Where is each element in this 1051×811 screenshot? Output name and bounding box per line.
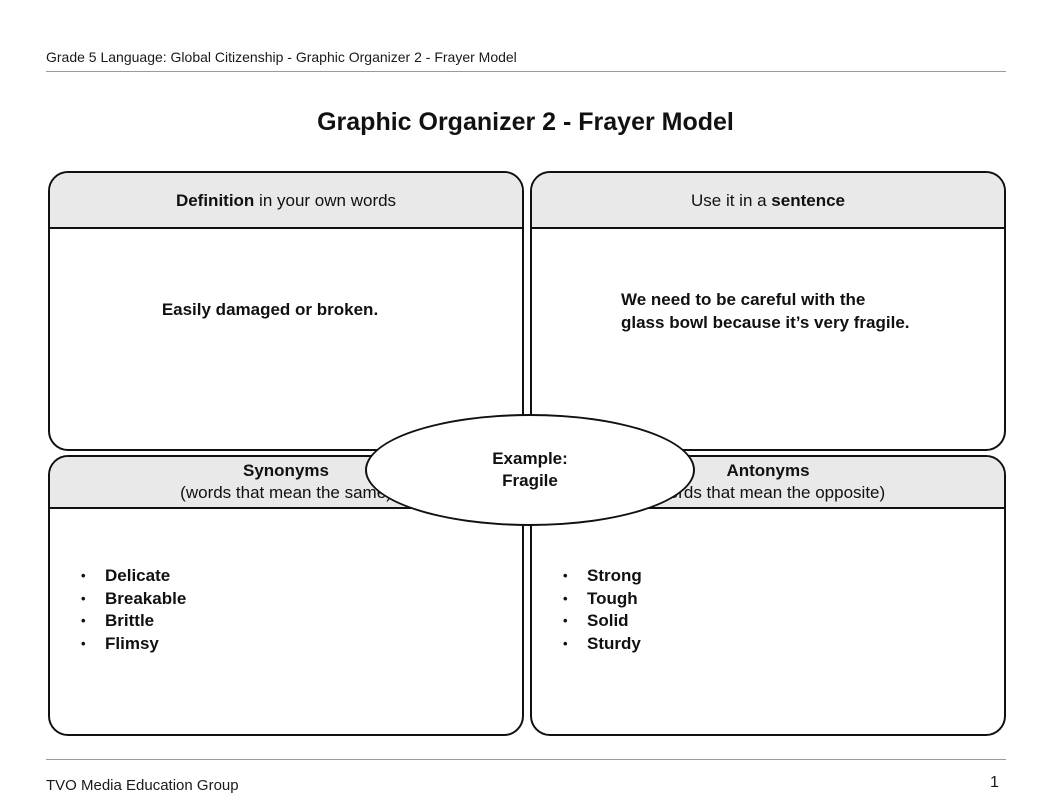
page-number: 1	[990, 774, 999, 791]
list-item: Tough	[563, 588, 642, 611]
synonyms-header-sub: (words that mean the same)	[180, 483, 392, 502]
sentence-box: Use it in a sentence We need to be caref…	[530, 171, 1006, 451]
definition-box: Definition in your own words Easily dama…	[48, 171, 524, 451]
antonyms-box: Antonyms (words that mean the opposite) …	[530, 455, 1006, 736]
list-item: Solid	[563, 610, 642, 633]
footer-rule	[46, 759, 1006, 760]
sentence-text: We need to be careful with the glass bow…	[621, 288, 961, 334]
document-header: Grade 5 Language: Global Citizenship - G…	[46, 49, 517, 65]
sentence-line-1: We need to be careful with the	[621, 290, 866, 309]
footer-publisher: TVO Media Education Group	[46, 777, 239, 794]
header-rule	[46, 71, 1006, 72]
antonyms-header-sub: (words that mean the opposite)	[650, 483, 886, 502]
sentence-header-bold: sentence	[771, 191, 845, 210]
synonyms-list: Delicate Breakable Brittle Flimsy	[81, 565, 186, 655]
center-label: Example:	[492, 449, 568, 468]
list-item: Delicate	[81, 565, 186, 588]
definition-header: Definition in your own words	[50, 173, 522, 229]
list-item: Strong	[563, 565, 642, 588]
page-title: Graphic Organizer 2 - Frayer Model	[317, 108, 734, 136]
definition-text: Easily damaged or broken.	[161, 300, 379, 319]
list-item: Flimsy	[81, 633, 186, 656]
antonyms-header-bold: Antonyms	[726, 461, 810, 480]
sentence-line-2: glass bowl because it’s very fragile.	[621, 313, 910, 332]
definition-header-rest: in your own words	[254, 191, 397, 210]
list-item: Brittle	[81, 610, 186, 633]
sentence-header-rest: Use it in a	[690, 191, 772, 210]
center-ellipse: Example: Fragile	[365, 414, 695, 526]
center-word: Fragile	[502, 471, 558, 490]
antonyms-list: Strong Tough Solid Sturdy	[563, 565, 642, 655]
list-item: Sturdy	[563, 633, 642, 656]
definition-header-bold: Definition	[175, 191, 255, 210]
sentence-header: Use it in a sentence	[532, 173, 1004, 229]
synonyms-header-bold: Synonyms	[243, 461, 329, 480]
list-item: Breakable	[81, 588, 186, 611]
